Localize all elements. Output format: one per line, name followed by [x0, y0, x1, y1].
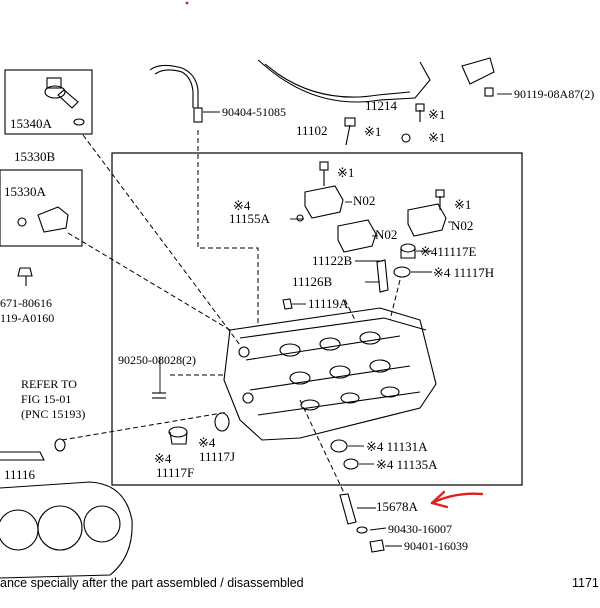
- part-11117f[interactable]: 11117F: [156, 465, 195, 480]
- note-star4: ※4: [198, 435, 216, 450]
- part-11155a[interactable]: 11155A: [229, 211, 270, 226]
- note-star4: ※4: [233, 198, 251, 213]
- cylinder-head-frame: [111, 152, 523, 486]
- dashed-guides: [61, 130, 401, 496]
- part-15340a[interactable]: 15340A: [10, 116, 52, 131]
- note-star1: ※1: [337, 165, 355, 180]
- note-star1: ※1: [364, 124, 382, 139]
- part-90430[interactable]: 90430-16007: [388, 522, 452, 536]
- part-11119a[interactable]: 11119A: [308, 296, 349, 311]
- plugs-drawing: [54, 243, 416, 470]
- leader-lines: [159, 93, 512, 547]
- bracket-drawing: [461, 57, 495, 97]
- note-star1: ※1: [428, 130, 446, 145]
- part-15330a[interactable]: 15330A: [4, 184, 46, 199]
- part-11117h[interactable]: ※4 11117H: [433, 265, 495, 280]
- part-90404[interactable]: 90404-51085: [222, 105, 286, 119]
- part-11131a[interactable]: ※4 11131A: [366, 439, 428, 454]
- part-n02[interactable]: N02: [451, 218, 474, 233]
- pipe-drawing: [149, 64, 203, 123]
- page-number: 1171: [572, 576, 599, 590]
- part-11214[interactable]: 11214: [365, 98, 398, 113]
- part-11122b[interactable]: 11122B: [312, 253, 353, 268]
- head-cover-drawing: [257, 59, 431, 103]
- note-star1: ※1: [454, 197, 472, 212]
- part-90119-08a87[interactable]: 90119-08A87(2): [514, 87, 595, 101]
- footer-note: ance specially after the part assembled …: [0, 576, 304, 590]
- sensor-drawing: [339, 493, 385, 553]
- refer-line-3: (PNC 15193): [21, 407, 86, 421]
- note-star4: ※4: [154, 451, 172, 466]
- note-star1: ※1: [428, 107, 446, 122]
- part-n02[interactable]: N02: [375, 227, 398, 242]
- cam-sensor-drawing: [0, 169, 83, 286]
- part-11116[interactable]: 11116: [4, 467, 36, 482]
- part-11135a[interactable]: ※4 11135A: [376, 457, 438, 472]
- part-11117e[interactable]: ※411117E: [420, 244, 477, 259]
- part-11117j[interactable]: 11117J: [199, 449, 236, 464]
- part-n02[interactable]: N02: [353, 193, 376, 208]
- bearing-caps-drawing: [296, 185, 447, 253]
- part-11102[interactable]: 11102: [296, 123, 328, 138]
- part-11126b[interactable]: 11126B: [292, 274, 333, 289]
- red-dot-mark: [185, 1, 189, 5]
- gasket-drawing: [0, 451, 133, 579]
- part-671-80616[interactable]: 671-80616: [0, 296, 52, 310]
- part-119-a0160[interactable]: 119-A0160: [0, 311, 55, 325]
- refer-line-2[interactable]: FIG 15-01: [21, 392, 72, 406]
- refer-line-1: REFER TO: [21, 377, 77, 391]
- part-15678a[interactable]: 15678A: [376, 499, 418, 514]
- bolts-drawing: [319, 103, 445, 210]
- red-arrow: [430, 490, 484, 509]
- part-15330b[interactable]: 15330B: [14, 149, 56, 164]
- ocv-valve-drawing: [4, 69, 93, 135]
- cylinder-head-drawing: [223, 307, 437, 441]
- part-90250[interactable]: 90250-08028(2): [118, 353, 196, 367]
- part-90401[interactable]: 90401-16039: [404, 539, 468, 553]
